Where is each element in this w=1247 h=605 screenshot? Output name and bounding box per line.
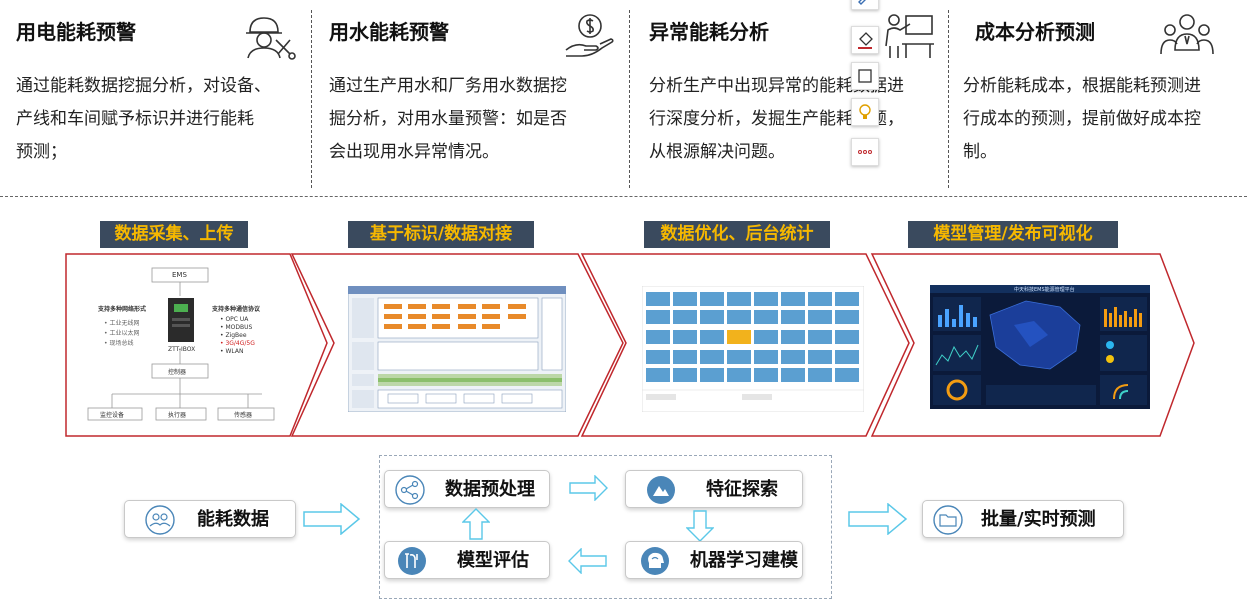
divider [311, 10, 312, 188]
stage-label-visualize: 模型管理/发布可视化 [908, 221, 1118, 248]
feature-desc: 分析能耗成本，根据能耗预测进 行成本的预测，提前做好成本控 制。 [963, 70, 1245, 169]
idea-tool-button[interactable] [851, 98, 879, 126]
stage2-platform-thumbnail [348, 286, 566, 412]
worker-tools-icon [246, 17, 296, 60]
feature-desc: 通过能耗数据挖掘分析，对设备、 产线和车间赋予标识并进行能耗 预测； [16, 70, 306, 169]
more-dots-icon [858, 150, 872, 154]
feature-desc: 通过生产用水和厂务用水数据挖 掘分析，对用水量预警：如是否 会出现用水异常情况。 [329, 70, 621, 169]
protocol-item: • OPC UA [220, 316, 249, 323]
feature-desc: 分析生产中出现异常的能耗数据进 行深度分析，发掘生产能耗问题， 从根源解决问题。 [649, 70, 947, 169]
square-outline-icon [858, 69, 872, 83]
batch-predict-label: 批量/实时预测 [981, 509, 1096, 530]
ml-modeling-label: 机器学习建模 [690, 550, 798, 571]
network-title: 支持多种网络形式 [98, 306, 147, 313]
presenter-board-icon [885, 14, 934, 58]
pen-tool-button[interactable] [851, 0, 879, 10]
energy-data-label: 能耗数据 [197, 509, 269, 530]
arrow-up [462, 508, 490, 540]
desc-line: 行成本的预测，提前做好成本控 [963, 109, 1201, 129]
coin-hand-icon [565, 14, 614, 57]
team-icon [1160, 14, 1214, 55]
mountain-icon [647, 476, 675, 504]
feature-title: 用水能耗预警 [329, 20, 449, 44]
feature-electricity: 用电能耗预警 通过能耗数据挖掘分析，对设备、 产线和车间赋予标识并进行能耗 预测… [0, 0, 310, 190]
section-divider [0, 196, 1247, 197]
arrow-left [568, 548, 607, 574]
desc-line: 预测； [16, 142, 67, 162]
desc-line: 会出现用水异常情况。 [329, 142, 499, 162]
stage-label-identify: 基于标识/数据对接 [348, 221, 534, 248]
feature-title: 异常能耗分析 [649, 20, 769, 44]
protocol-item: • ZigBee [220, 332, 247, 339]
share-nodes-icon [395, 475, 425, 505]
desc-line: 产线和车间赋予标识并进行能耗 [16, 109, 254, 129]
arrow-right [303, 503, 361, 535]
protocol-title: 支持多种通信协议 [212, 306, 261, 313]
pen-icon [858, 0, 866, 5]
protocol-item: • MODBUS [220, 324, 253, 331]
stage1-architecture: EMS 支持多种网络形式 • 工业无线网 • 工业以太网 • 现场总线 ZTT-… [84, 262, 294, 424]
desc-line: 掘分析，对用水量预警：如是否 [329, 109, 567, 129]
batch-predict-box[interactable]: 批量/实时预测 [922, 500, 1124, 538]
stage4-dashboard-thumbnail: 中天科技EMS能源管理平台 [930, 285, 1150, 409]
network-item: • 现场总线 [104, 340, 134, 347]
bottom-device: 传感器 [234, 412, 253, 419]
desc-line: 分析生产中出现异常的能耗数据进 [649, 76, 904, 96]
protocol-item: • 3G/4G/5G [220, 340, 255, 347]
stage-label-optimize: 数据优化、后台统计 [644, 221, 830, 248]
divider [629, 10, 630, 188]
fill-bucket-icon [858, 32, 873, 49]
network-item: • 工业以太网 [104, 330, 140, 337]
data-preprocess-box[interactable]: 数据预处理 [384, 470, 550, 508]
fill-tool-button[interactable] [851, 26, 879, 54]
lightbulb-icon [859, 104, 871, 119]
stage-chevron [65, 253, 328, 437]
device-label: ZTT-IBOX [168, 346, 196, 353]
feature-title: 用电能耗预警 [16, 20, 136, 44]
users-icon [145, 505, 175, 535]
dashboard-title: 中天科技EMS能源管理平台 [1014, 287, 1075, 293]
brain-head-icon [641, 547, 669, 575]
network-item: • 工业无线网 [104, 320, 140, 327]
protocol-item: • WLAN [220, 348, 244, 355]
desc-line: 从根源解决问题。 [649, 142, 785, 162]
tools-icon [398, 547, 426, 575]
controller-box: 控制器 [168, 369, 187, 376]
divider [948, 10, 949, 188]
ems-box: EMS [172, 271, 187, 279]
bottom-device: 监控设备 [100, 412, 125, 419]
architecture-lines [87, 267, 275, 421]
feature-water: 用水能耗预警 通过生产用水和厂务用水数据挖 掘分析，对用水量预警：如是否 会出现… [312, 0, 628, 190]
arrow-down [686, 510, 714, 542]
arrow-right [848, 503, 908, 535]
arrow-right [569, 475, 608, 501]
stage-label-collect: 数据采集、上传 [100, 221, 248, 248]
feature-abnormal: 异常能耗分析 分析生产中出现异常的能耗数据进 行深度分析，发掘生产能耗问题， 从… [630, 0, 948, 190]
shape-tool-button[interactable] [851, 62, 879, 90]
feature-title: 成本分析预测 [975, 20, 1095, 44]
feature-explore-box[interactable]: 特征探索 [625, 470, 803, 508]
desc-line: 制。 [963, 142, 997, 162]
dashboard-graphics [930, 285, 1150, 405]
floating-toolbar [851, 0, 879, 172]
stage3-statistics-thumbnail [642, 286, 864, 412]
ml-modeling-box[interactable]: 机器学习建模 [625, 541, 803, 579]
feature-explore-label: 特征探索 [706, 479, 778, 500]
desc-line: 通过能耗数据挖掘分析，对设备、 [16, 76, 271, 96]
feature-cost: 成本分析预测 分析能耗成本，根据能耗预测进 行成本的预测，提前做好成本控 制。 [949, 0, 1247, 190]
desc-line: 通过生产用水和厂务用水数据挖 [329, 76, 567, 96]
desc-line: 分析能耗成本，根据能耗预测进 [963, 76, 1201, 96]
desc-line: 行深度分析，发掘生产能耗问题， [649, 109, 904, 129]
folder-icon [933, 505, 963, 535]
bottom-device: 执行器 [168, 412, 187, 419]
model-eval-label: 模型评估 [457, 550, 529, 571]
model-eval-box[interactable]: 模型评估 [384, 541, 550, 579]
data-preprocess-label: 数据预处理 [445, 479, 535, 500]
energy-data-box: 能耗数据 [124, 500, 296, 538]
ml-pipeline-frame [379, 455, 832, 599]
more-tools-button[interactable] [851, 138, 879, 166]
